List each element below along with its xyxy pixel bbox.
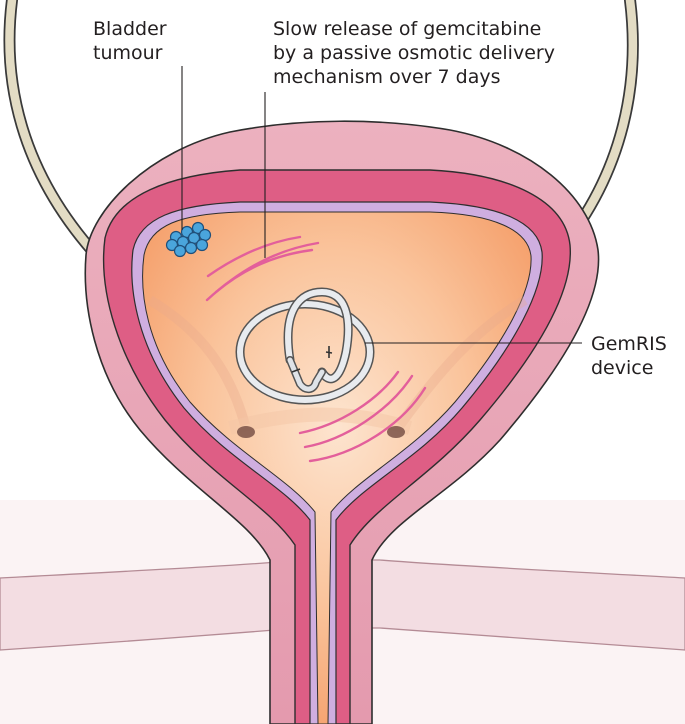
slow-release-label-line3: mechanism over 7 days bbox=[273, 66, 501, 88]
slow-release-label-line1: Slow release of gemcitabine bbox=[273, 18, 542, 40]
left-ureter bbox=[5, 0, 101, 260]
slow-release-label-line2: by a passive osmotic delivery bbox=[273, 42, 555, 64]
bladder-tumour-label-line2: tumour bbox=[93, 42, 163, 64]
ureteric-orifices bbox=[237, 426, 405, 438]
bladder-tumour-label: Bladder tumour bbox=[93, 17, 167, 65]
gemris-device-label: GemRIS device bbox=[591, 332, 667, 380]
leader-lines bbox=[181, 66, 582, 344]
gemris-device bbox=[235, 287, 375, 405]
bladder-tumour-label-line1: Bladder bbox=[93, 18, 167, 40]
bladder-tumour-cells bbox=[165, 221, 212, 258]
slow-release-label: Slow release of gemcitabine by a passive… bbox=[273, 17, 555, 89]
gemris-device-label-line1: GemRIS bbox=[591, 333, 667, 355]
gemris-device-label-line2: device bbox=[591, 357, 654, 379]
gemcitabine-release-arcs bbox=[205, 235, 427, 463]
